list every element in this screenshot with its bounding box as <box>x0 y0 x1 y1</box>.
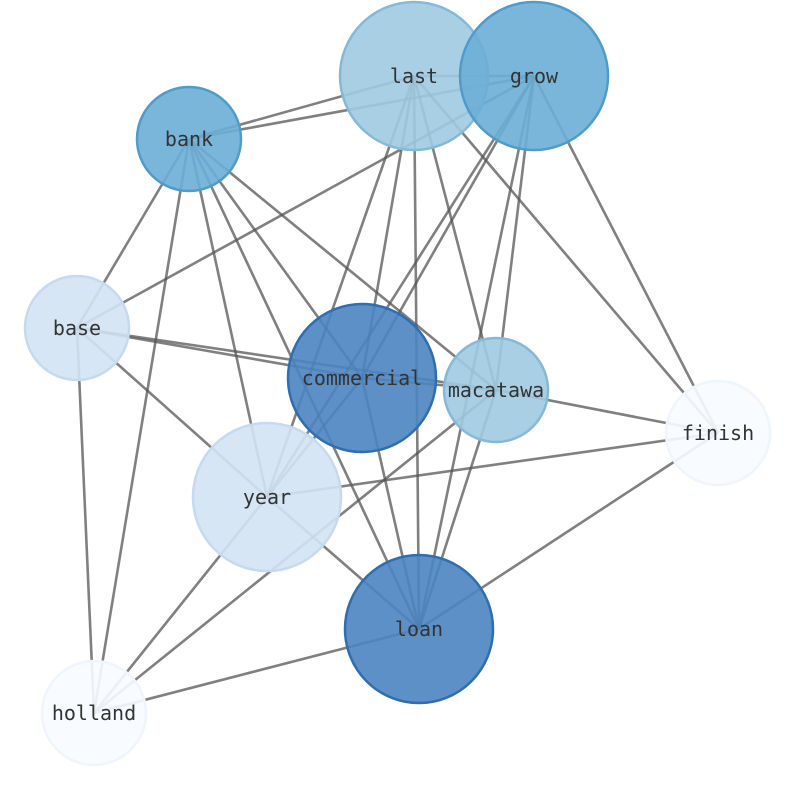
node-bank[interactable]: bank <box>135 85 243 193</box>
edge-bank-holland <box>92 138 191 714</box>
node-grow[interactable]: grow <box>458 0 610 152</box>
node-circle-loan[interactable] <box>343 553 495 705</box>
node-circle-base[interactable] <box>23 274 131 382</box>
node-year[interactable]: year <box>191 421 343 573</box>
node-circle-macatawa[interactable] <box>442 336 550 444</box>
node-label-year: year <box>243 485 291 509</box>
node-loan[interactable]: loan <box>343 553 495 705</box>
nodes-layer: last grow bank base commercial macatawa finish… <box>23 0 772 767</box>
node-circle-grow[interactable] <box>458 0 610 152</box>
node-circle-commercial[interactable] <box>286 302 438 454</box>
node-label-last: last <box>390 64 438 88</box>
node-label-macatawa: macatawa <box>448 378 544 402</box>
node-label-finish: finish <box>682 421 754 445</box>
node-finish[interactable]: finish <box>664 379 772 487</box>
edge-bank-macatawa <box>188 137 497 392</box>
node-last[interactable]: last <box>338 0 490 152</box>
edge-base-holland <box>75 327 96 714</box>
node-label-loan: loan <box>395 617 443 641</box>
edge-finish-year <box>266 431 719 499</box>
node-base[interactable]: base <box>23 274 131 382</box>
node-circle-finish[interactable] <box>664 379 772 487</box>
node-circle-bank[interactable] <box>135 85 243 193</box>
node-label-base: base <box>53 316 101 340</box>
edge-last-finish <box>413 75 719 434</box>
node-commercial[interactable]: commercial <box>286 302 438 454</box>
node-circle-holland[interactable] <box>40 659 148 767</box>
node-macatawa[interactable]: macatawa <box>442 336 550 444</box>
node-label-holland: holland <box>52 701 136 725</box>
node-label-commercial: commercial <box>302 366 422 390</box>
node-circle-year[interactable] <box>191 421 343 573</box>
node-label-bank: bank <box>165 127 213 151</box>
node-holland[interactable]: holland <box>40 659 148 767</box>
node-label-grow: grow <box>510 64 559 88</box>
